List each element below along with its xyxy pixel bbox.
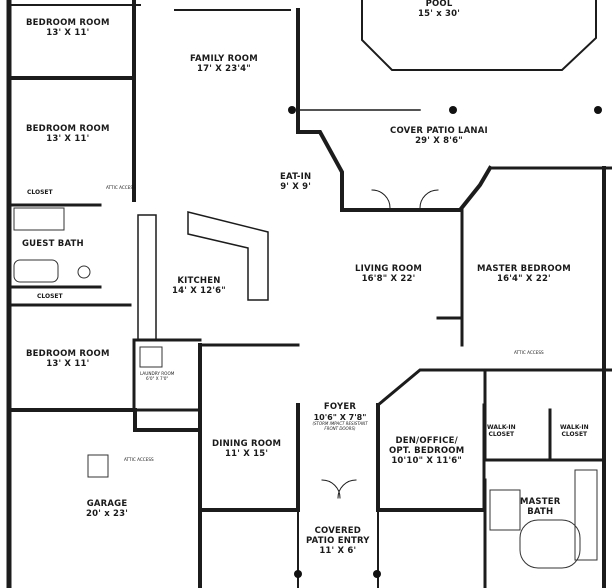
column-5	[373, 570, 381, 578]
bedroom-1-label: BEDROOM ROOM 13' X 11'	[26, 18, 110, 38]
wall-lanai-bottom	[358, 165, 493, 212]
kitchen-counter-left	[137, 214, 157, 341]
dining-room-label: DINING ROOM 11' X 15'	[212, 439, 282, 459]
column-4	[294, 570, 302, 578]
attic-access-garage	[87, 454, 109, 478]
covered-entry-label: COVERED PATIO ENTRY 11' X 6'	[306, 526, 370, 556]
laundry-label: LAUNDRY ROOM 6'0" X 7'0"	[140, 371, 175, 381]
living-room-label: LIVING ROOM 16'8" X 22'	[355, 264, 423, 284]
wall-garage-top	[7, 408, 202, 432]
kitchen-label: KITCHEN 14' X 12'6"	[172, 276, 226, 296]
pool-outline	[361, 0, 597, 71]
vanity-guest	[13, 207, 65, 231]
vanity-master	[574, 469, 598, 561]
attic-access-garage-label: ATTIC ACCESS	[124, 457, 154, 462]
kitchen-counter-top	[187, 211, 269, 301]
attic-access-1-label: ATTIC ACCESS	[106, 185, 136, 190]
bathtub-guest	[13, 259, 59, 283]
wall-den-top	[375, 368, 442, 408]
den-label: DEN/OFFICE/ OPT. BEDROOM 10'10" X 11'6"	[389, 436, 465, 466]
attic-access-master-label: ATTIC ACCESS	[514, 350, 544, 355]
walkin-closet-1-label: WALK-IN CLOSET	[487, 424, 516, 438]
door-front	[321, 479, 357, 499]
column-3	[594, 106, 602, 114]
lanai-label: COVER PATIO LANAI 29' X 8'6"	[390, 126, 488, 146]
walkin-closet-2-label: WALK-IN CLOSET	[560, 424, 589, 438]
wall-lanai-left	[296, 130, 362, 212]
closet-1-label: CLOSET	[27, 189, 53, 196]
bedroom-3-label: BEDROOM ROOM 13' X 11'	[26, 349, 110, 369]
tub-master	[519, 519, 581, 569]
garage-label: GARAGE 20' x 23'	[86, 499, 129, 519]
column-2	[449, 106, 457, 114]
guest-bath-label: GUEST BATH	[22, 239, 84, 249]
washer	[139, 346, 163, 368]
family-room-label: FAMILY ROOM 17' X 23'4"	[190, 54, 258, 74]
shower-master	[489, 489, 521, 531]
bedroom-2-label: BEDROOM ROOM 13' X 11'	[26, 124, 110, 144]
pool-label: POOL 15' x 30'	[418, 0, 461, 19]
toilet-guest	[77, 265, 91, 279]
column-1	[288, 106, 296, 114]
foyer-label: FOYER 10'6" X 7'8" (STORM IMPACT RESISTA…	[312, 402, 368, 431]
master-bedroom-label: MASTER BEDROOM 16'4" X 22'	[477, 264, 571, 284]
master-bath-label: MASTER BATH	[520, 497, 561, 517]
eat-in-label: EAT-IN 9' X 9'	[280, 172, 312, 192]
door-lanai	[371, 189, 439, 209]
closet-2-label: CLOSET	[37, 293, 63, 300]
